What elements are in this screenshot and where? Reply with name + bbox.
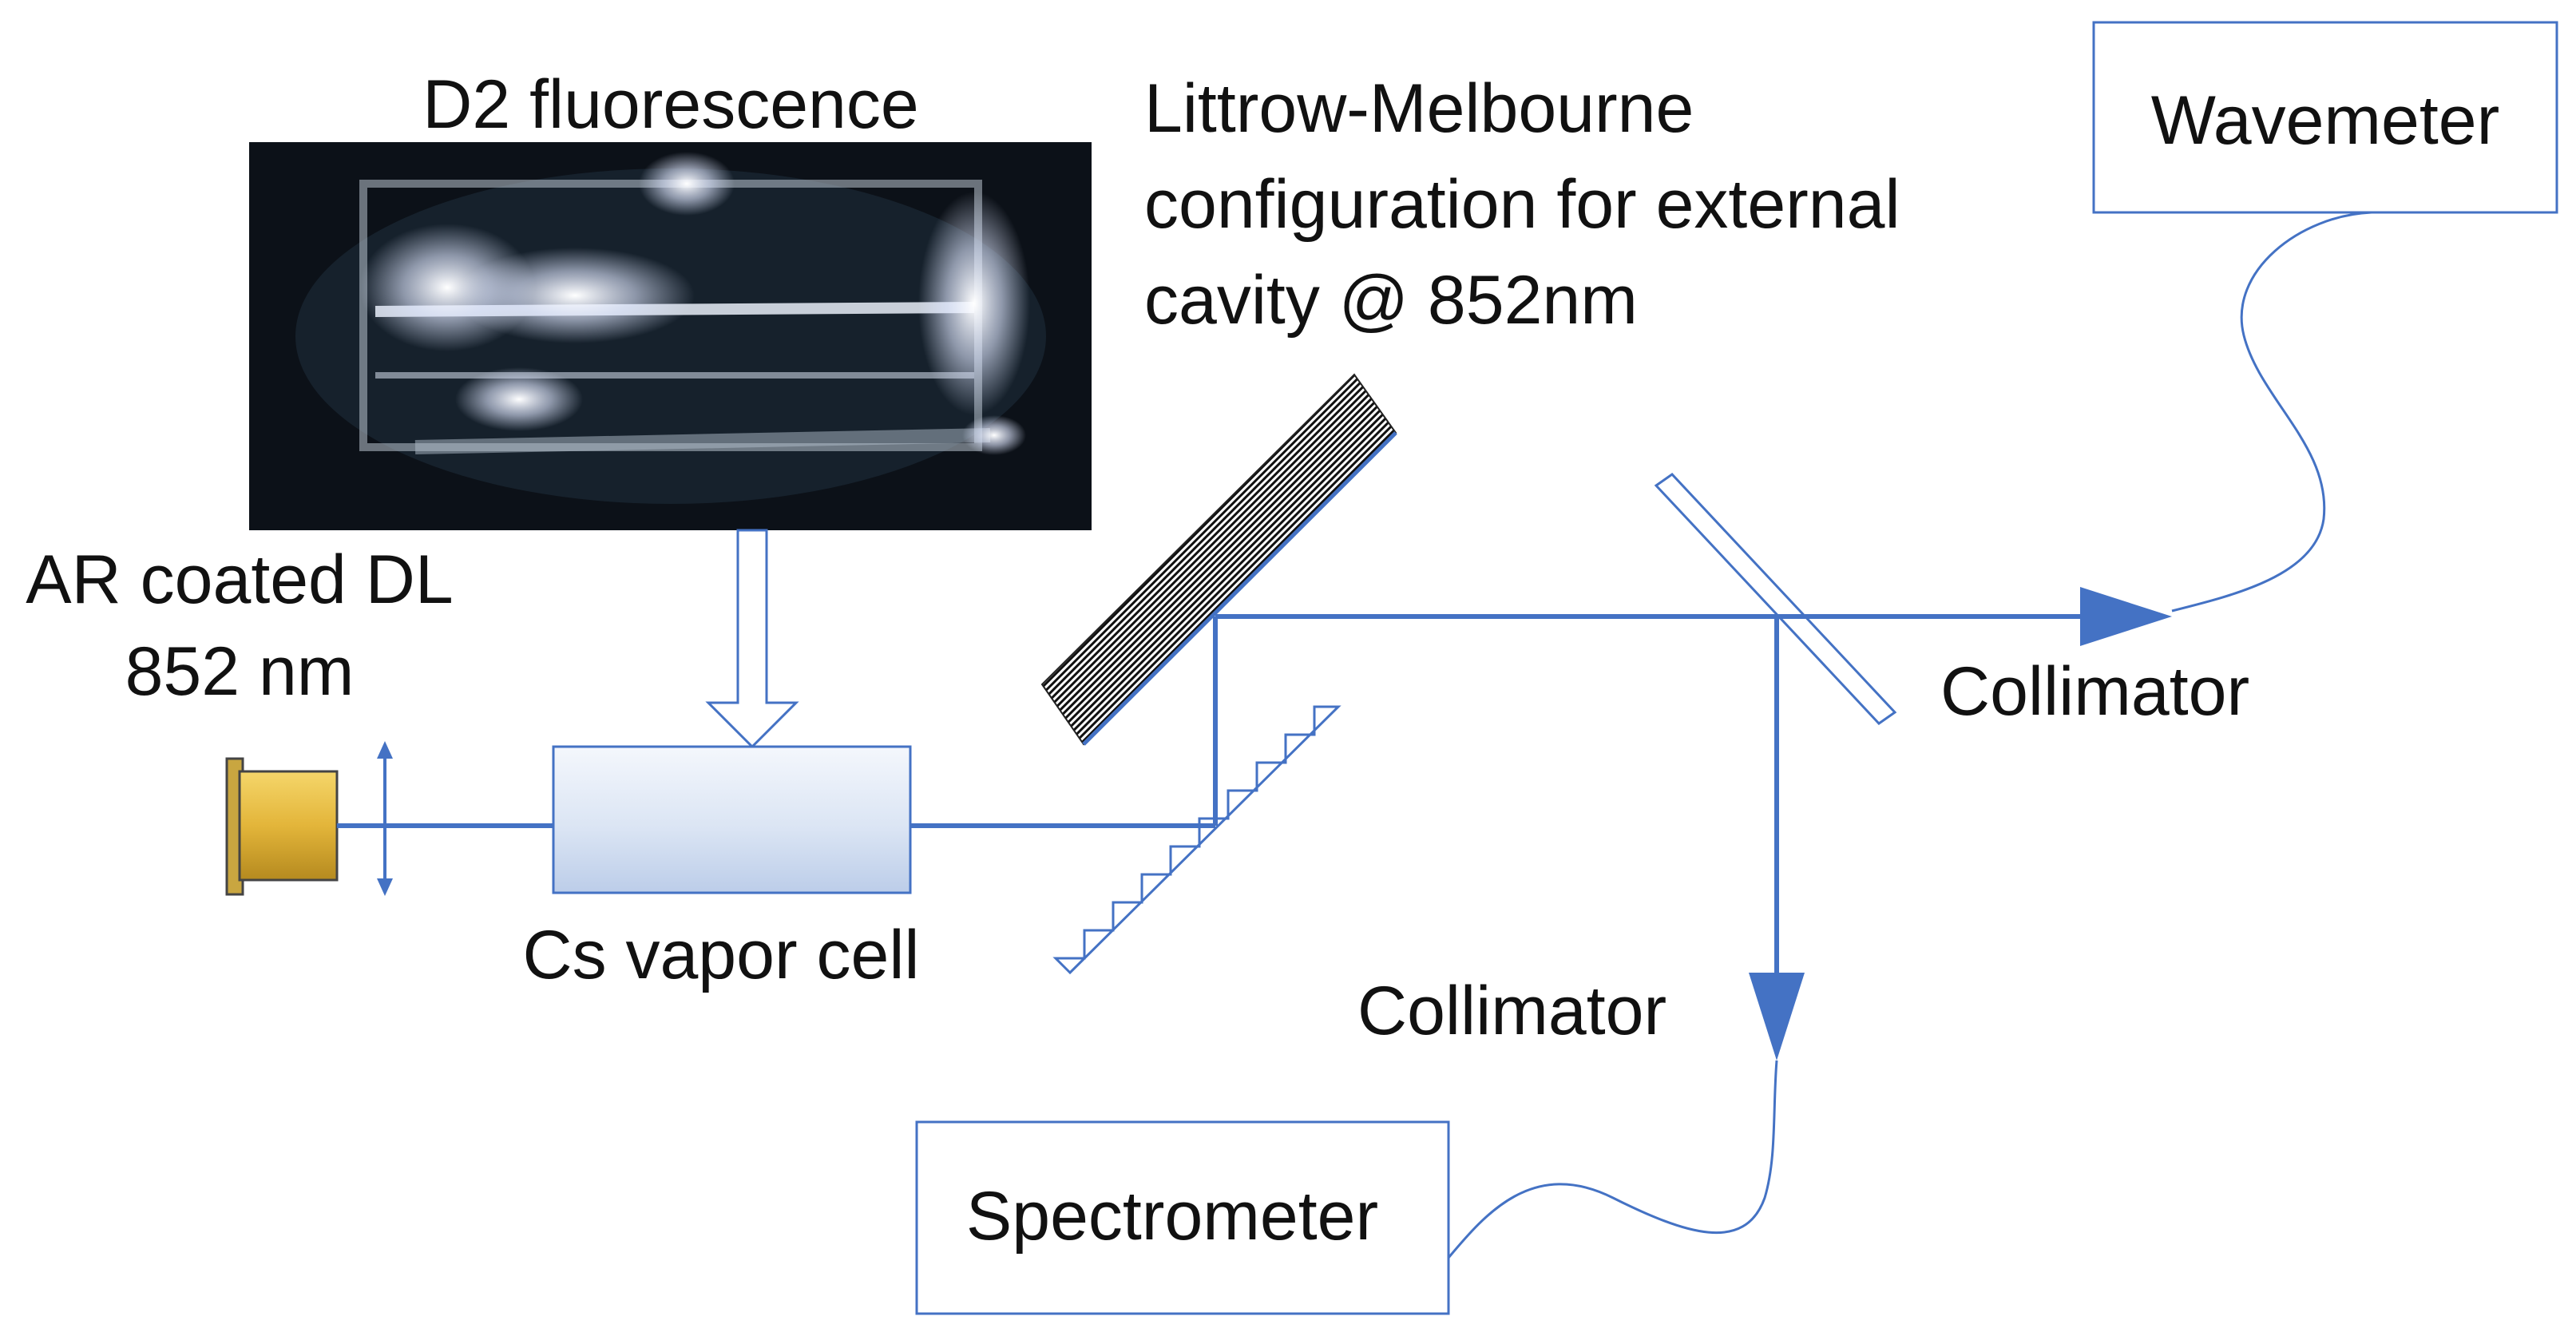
lens-arrow-icon (377, 741, 393, 896)
collimator-right-icon (2080, 587, 2172, 646)
collimator-bottom-label: Collimator (1357, 973, 1666, 1049)
wavemeter-box (2092, 21, 2558, 214)
littrow-label-line2: configuration for external (1144, 166, 1900, 243)
cs-vapor-cell (552, 745, 912, 894)
beam-splitter (1654, 473, 1897, 725)
wavemeter-label: Wavemeter (2151, 82, 2499, 159)
collimator-bottom-icon (1749, 973, 1805, 1060)
laser-label-line2: 852 nm (125, 633, 355, 710)
spectrometer-box (915, 1120, 1450, 1315)
collimator-right-label: Collimator (1940, 653, 2249, 730)
spectrometer-label: Spectrometer (966, 1178, 1378, 1255)
spectrometer-fiber (1447, 1060, 1778, 1259)
down-arrow-icon (705, 529, 799, 749)
littrow-label-line1: Littrow-Melbourne (1144, 70, 1694, 147)
laser-diode (225, 757, 339, 896)
cell-label: Cs vapor cell (522, 917, 919, 993)
diffraction-grating (1040, 373, 1397, 746)
wavemeter-fiber (2171, 211, 2372, 612)
stepped-grating (1052, 705, 1342, 975)
photo-title: D2 fluorescence (422, 66, 918, 143)
littrow-label-line3: cavity @ 852nm (1144, 262, 1638, 339)
laser-label-line1: AR coated DL (26, 541, 453, 618)
fluorescence-photo (249, 142, 1092, 530)
